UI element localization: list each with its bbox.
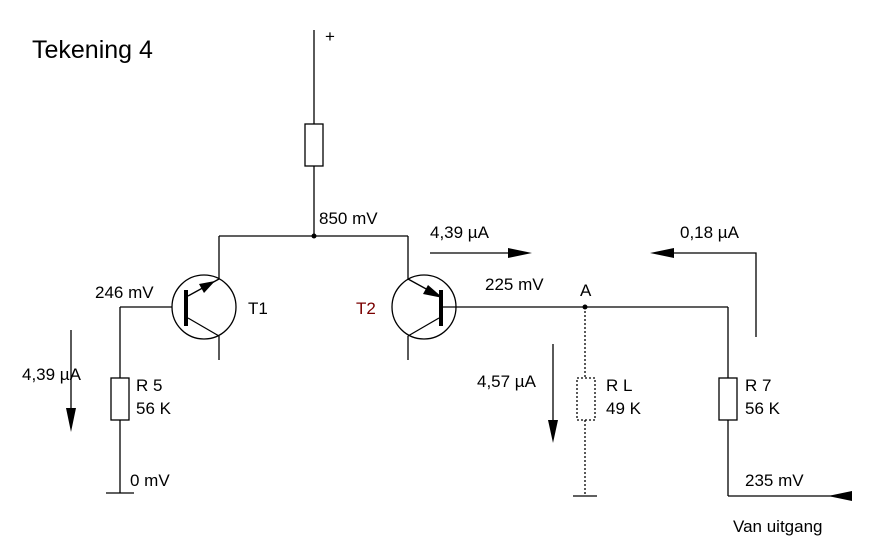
t2-current: 4,39 µA <box>430 223 490 242</box>
load-current: 4,57 µA <box>477 372 537 391</box>
arrow-down-icon <box>66 330 76 432</box>
output-voltage: 235 mV <box>745 471 804 490</box>
t1-label: T1 <box>248 299 268 318</box>
r5-value: 56 K <box>136 399 172 418</box>
t1-base-voltage: 246 mV <box>95 283 154 302</box>
diagram-title: Tekening 4 <box>32 36 153 64</box>
output-label: Van uitgang <box>733 517 822 536</box>
node-top-voltage: 850 mV <box>319 209 378 228</box>
ground-voltage: 0 mV <box>130 471 170 490</box>
resistor-rl <box>573 307 597 497</box>
feedback-current: 0,18 µA <box>680 223 740 242</box>
supply-plus-label: + <box>325 27 335 46</box>
rl-value: 49 K <box>606 399 642 418</box>
resistor-r7 <box>718 307 852 501</box>
arrow-left-icon <box>650 248 757 337</box>
supply-resistor <box>304 30 324 236</box>
transistor-t1 <box>120 236 237 360</box>
transistor-t2 <box>391 236 728 360</box>
resistor-r5 <box>106 307 134 494</box>
t2-label: T2 <box>356 299 376 318</box>
arrow-right-icon <box>430 248 532 258</box>
rl-name: R L <box>606 376 632 395</box>
r5-name: R 5 <box>136 376 162 395</box>
r5-current: 4,39 µA <box>22 365 82 384</box>
r7-value: 56 K <box>745 399 781 418</box>
node-a-label: A <box>580 281 592 300</box>
t2-base-voltage: 225 mV <box>485 275 544 294</box>
arrow-down-icon <box>548 344 558 443</box>
r7-name: R 7 <box>745 376 771 395</box>
